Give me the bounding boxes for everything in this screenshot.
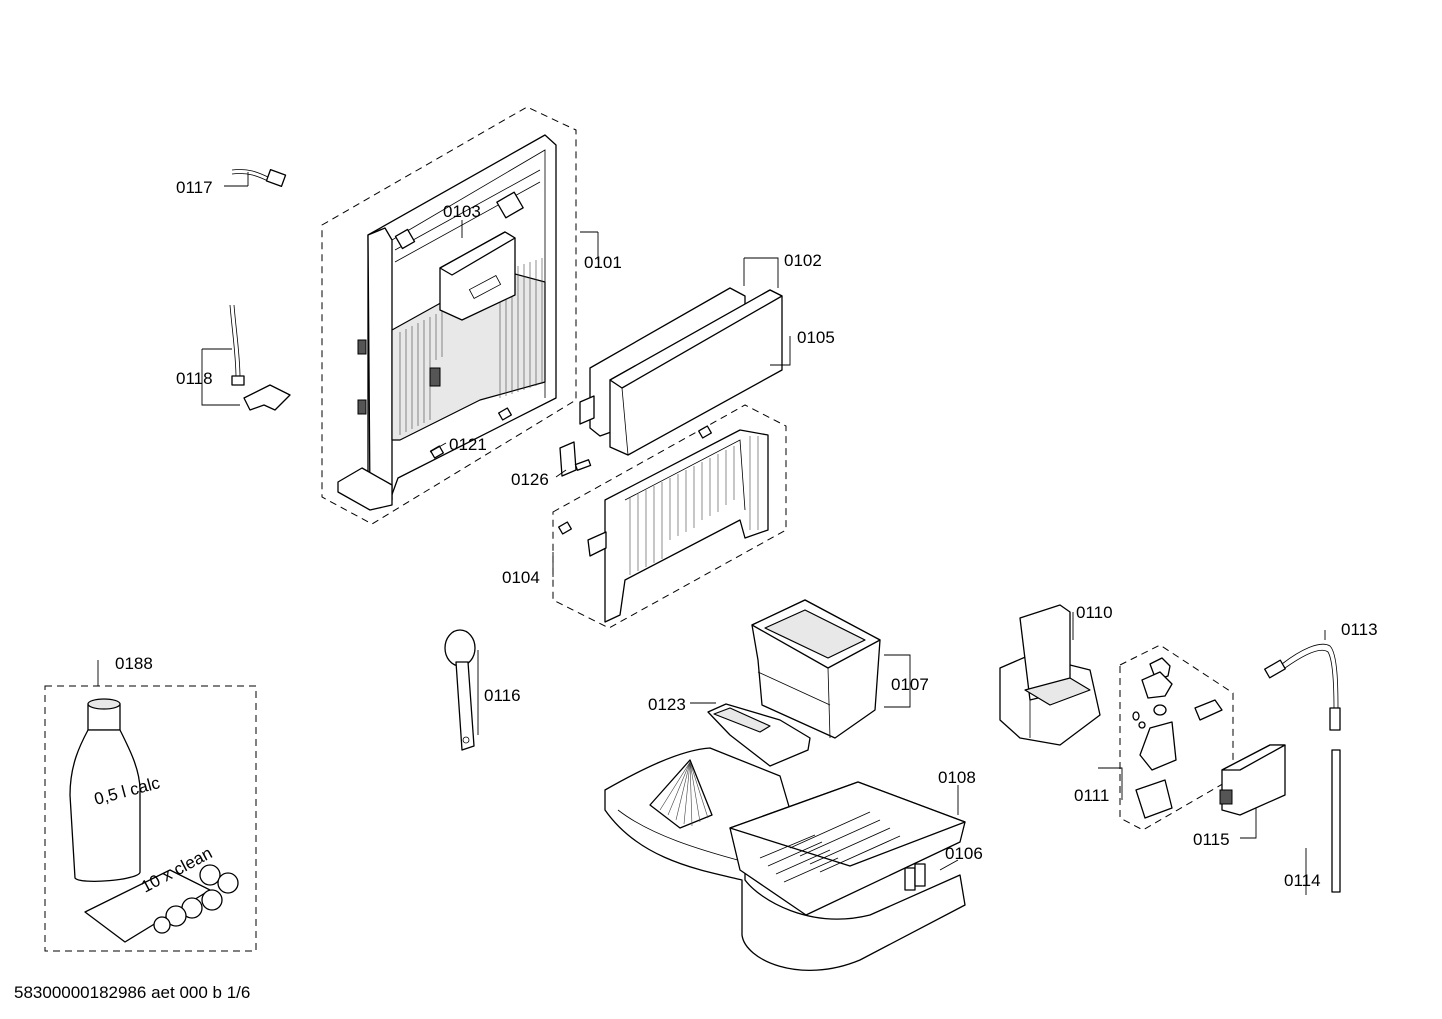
front-cover-part <box>579 287 783 456</box>
label-0111: 0111 <box>1074 786 1109 805</box>
label-0105: 0105 <box>797 328 835 347</box>
valve-set-0111 <box>1132 657 1223 819</box>
label-0123: 0123 <box>648 695 686 714</box>
clip-0126 <box>559 441 592 477</box>
cleaning-kit-0188: 0,5 l calc 10 x clean <box>69 698 239 943</box>
label-0108: 0108 <box>938 768 976 787</box>
spoon-0116 <box>444 629 476 751</box>
label-0188: 0188 <box>115 654 153 673</box>
label-0115: 0115 <box>1193 830 1230 849</box>
valve-body-0110 <box>999 604 1101 746</box>
leader-lines <box>97 172 1326 895</box>
label-0114: 0114 <box>1284 871 1321 890</box>
drip-grid-0108 <box>729 781 966 916</box>
drawing-number-footer: 58300000182986 aet 000 b 1/6 <box>14 983 250 1002</box>
label-0118: 0118 <box>176 369 213 388</box>
cable-0117 <box>231 168 287 188</box>
label-0113: 0113 <box>1341 620 1378 639</box>
drip-tray-0106 <box>604 747 966 971</box>
side-guide-part <box>587 429 769 623</box>
label-0101: 0101 <box>584 253 622 272</box>
cap-0115 <box>1219 744 1286 816</box>
pins-0121 <box>430 407 712 535</box>
label-0126: 0126 <box>511 470 549 489</box>
group-outline-0188 <box>44 685 257 952</box>
label-0116: 0116 <box>484 686 521 705</box>
part-labels: 0117 0103 0101 0102 0105 0118 0121 0126 … <box>115 178 1378 890</box>
group-outline-0101 <box>321 106 577 525</box>
group-outline-0111 <box>1119 644 1234 831</box>
pipe-0114 <box>1331 749 1341 893</box>
label-0117: 0117 <box>176 178 213 197</box>
front-frame-part <box>337 134 557 511</box>
label-0121: 0121 <box>449 435 487 454</box>
label-0106: 0106 <box>945 844 983 863</box>
label-0110: 0110 <box>1076 603 1113 622</box>
hose-0113 <box>1264 643 1341 731</box>
sensor-0118 <box>229 304 291 411</box>
label-0107: 0107 <box>891 675 929 694</box>
label-0104: 0104 <box>502 568 540 587</box>
label-0103: 0103 <box>443 202 481 221</box>
group-outline-0104 <box>552 404 787 629</box>
slider-0123 <box>707 703 811 767</box>
label-0102: 0102 <box>784 251 822 270</box>
container-0107 <box>751 599 881 739</box>
